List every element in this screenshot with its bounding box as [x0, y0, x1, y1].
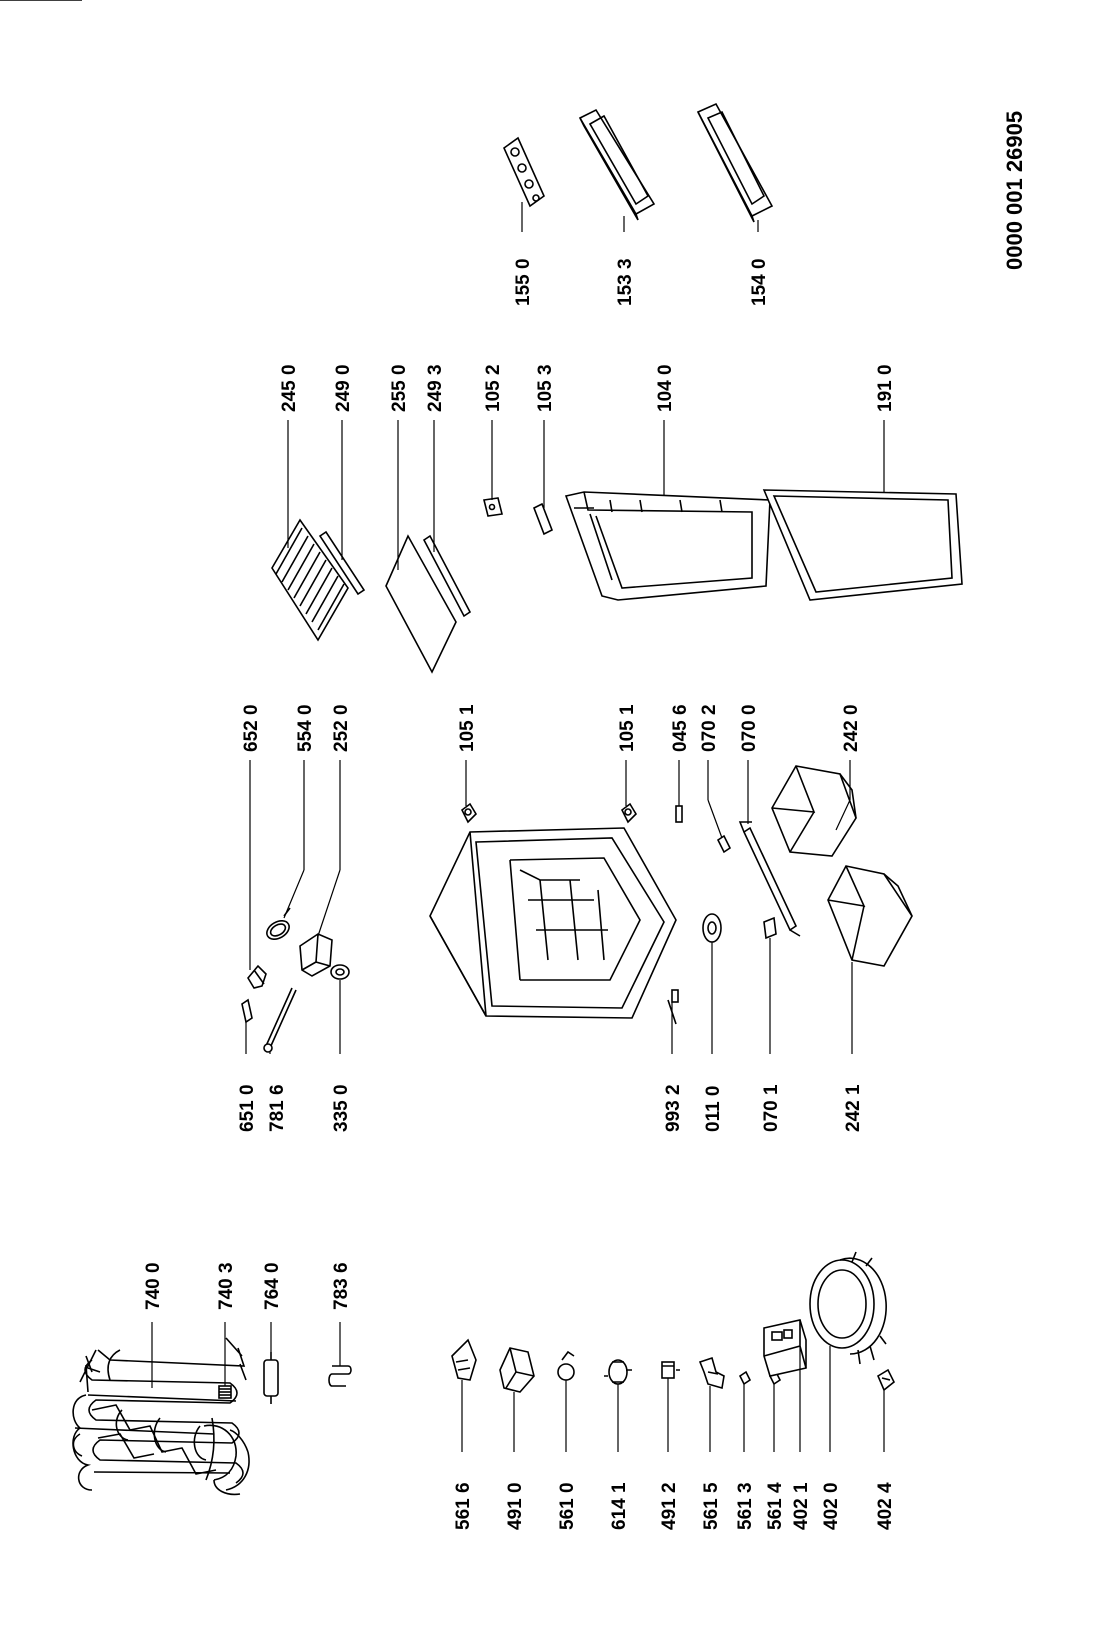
label-402-1: 402 1	[791, 1482, 812, 1530]
dial-knob	[266, 907, 291, 940]
door-shelf-lower	[696, 102, 774, 223]
door-shelf-upper	[578, 108, 656, 221]
label-249-0: 249 0	[333, 364, 354, 412]
label-104-0: 104 0	[655, 364, 676, 412]
label-561-0: 561 0	[557, 1482, 578, 1530]
label-154-0: 154 0	[749, 258, 770, 306]
wire-shelf	[271, 518, 349, 642]
label-554-0: 554 0	[295, 704, 316, 752]
label-242-0: 242 0	[841, 704, 862, 752]
label-652-0: 652 0	[241, 704, 262, 752]
label-249-3: 249 3	[425, 364, 446, 412]
condenser	[79, 1337, 250, 1496]
hinge-screw	[716, 834, 732, 854]
hinge-plate-2	[532, 502, 554, 536]
label-105-1-bottom: 105 1	[617, 704, 638, 752]
hinge-bar	[738, 821, 801, 937]
label-561-4: 561 4	[765, 1482, 786, 1530]
label-105-2: 105 2	[483, 364, 504, 412]
label-255-0: 255 0	[389, 364, 410, 412]
label-764-0: 764 0	[262, 1262, 283, 1310]
label-491-2: 491 2	[659, 1482, 680, 1530]
bracket-small	[661, 1361, 680, 1379]
label-153-3: 153 3	[615, 258, 636, 306]
hinge-cap-top	[460, 802, 478, 824]
glass-shelf	[385, 534, 457, 674]
label-781-6: 781 6	[267, 1084, 288, 1132]
label-070-2: 070 2	[699, 704, 720, 752]
glass-shelf-trim	[422, 534, 472, 618]
bushing	[330, 964, 350, 980]
compressor-clip	[876, 1368, 896, 1392]
label-191-0: 191 0	[875, 364, 896, 412]
label-402-0: 402 0	[821, 1482, 842, 1530]
thermostat-bracket	[247, 964, 267, 989]
bracket	[499, 1347, 535, 1393]
label-242-1: 242 1	[843, 1084, 864, 1132]
door-gasket	[762, 489, 963, 601]
label-491-0: 491 0	[505, 1482, 526, 1530]
hinge-cap-bottom	[620, 802, 638, 824]
label-740-3: 740 3	[216, 1262, 237, 1310]
cable	[263, 987, 297, 1053]
document-number: 0000 001 26905	[1002, 111, 1027, 270]
label-070-0: 070 0	[739, 704, 760, 752]
thermostat-knob	[557, 1350, 575, 1381]
screw	[241, 998, 253, 1024]
label-045-6: 045 6	[670, 704, 691, 752]
label-561-6: 561 6	[453, 1482, 474, 1530]
pin	[675, 805, 683, 823]
label-105-1-top: 105 1	[457, 704, 478, 752]
sensor	[667, 989, 679, 1025]
label-245-0: 245 0	[279, 364, 300, 412]
label-561-3: 561 3	[735, 1482, 756, 1530]
label-993-2: 993 2	[663, 1084, 684, 1132]
door	[564, 491, 771, 601]
label-783-6: 783 6	[331, 1262, 352, 1310]
refrigerator-cabinet	[429, 827, 677, 1019]
thermostat-housing	[451, 1338, 477, 1381]
label-105-3: 105 3	[535, 364, 556, 412]
label-740-0: 740 0	[143, 1262, 164, 1310]
hinge-plate	[483, 497, 503, 517]
label-011-0: 011 0	[703, 1086, 724, 1133]
egg-tray	[503, 136, 545, 208]
capillary-tube	[263, 1352, 279, 1404]
compressor	[809, 1251, 887, 1365]
label-070-1: 070 1	[761, 1084, 782, 1132]
filter-drier	[218, 1385, 232, 1399]
crisper-drawer-large	[827, 865, 913, 967]
label-155-0: 155 0	[513, 258, 534, 306]
label-651-0: 651 0	[237, 1084, 258, 1132]
spring-clip	[328, 1365, 352, 1387]
thermostat	[299, 933, 333, 977]
label-335-0: 335 0	[331, 1084, 352, 1132]
switch	[698, 1356, 725, 1390]
label-614-1: 614 1	[609, 1482, 630, 1530]
label-252-0: 252 0	[331, 704, 352, 752]
label-561-5: 561 5	[701, 1482, 722, 1530]
hinge-bottom	[763, 916, 777, 940]
shelf-trim	[318, 530, 366, 596]
leader-lines	[151, 202, 885, 1452]
fitting-small-1	[738, 1370, 752, 1386]
condenser-coil	[0, 0, 237, 1491]
drawer-small	[771, 765, 857, 857]
fan	[702, 913, 722, 943]
lamp-holder	[604, 1359, 632, 1385]
label-402-4: 402 4	[875, 1482, 896, 1530]
part-labels: 740 0 740 3 764 0 783 6 561 6 491 0 561 …	[143, 111, 1027, 1530]
condenser-grid	[84, 1347, 247, 1484]
